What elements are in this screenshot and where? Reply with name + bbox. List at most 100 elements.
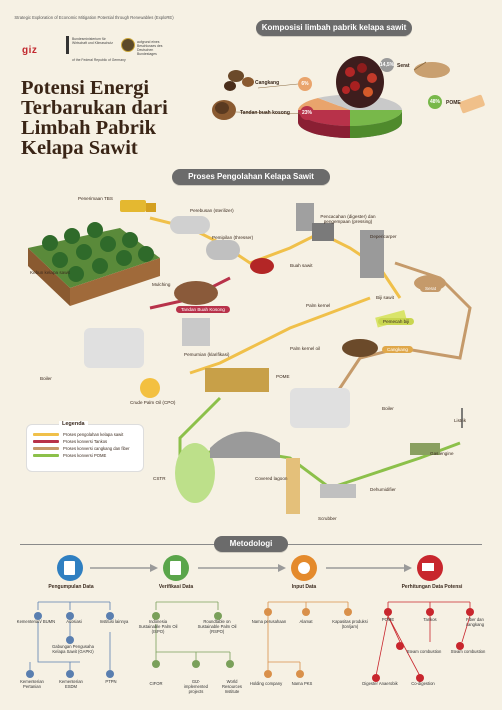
node-pome: POME xyxy=(381,617,395,622)
truck-icon xyxy=(120,200,146,212)
legend: Legenda Proses pengolahan kelapa sawit P… xyxy=(26,421,144,472)
node-nama-pks: Nama PKS xyxy=(291,681,313,686)
composition-pct-serat: 14,5% xyxy=(380,58,394,72)
project-line: Strategic Exploration of Economic Mitiga… xyxy=(14,15,174,20)
node-giz-impl: GIZ-implemented projects xyxy=(184,679,208,694)
cangkang-pile-icon xyxy=(342,339,378,357)
label-mulching: Mulching xyxy=(152,282,171,287)
node-asosiasi: Asosiasi xyxy=(66,619,82,624)
funding-text: aufgrund eines Beschlusses des Deutschen… xyxy=(137,40,163,56)
node-esdm: Kementerian ESDM xyxy=(59,679,83,689)
composition-pct-tandan: 23% xyxy=(300,106,314,120)
pie-side-tankos xyxy=(298,110,350,138)
depericarper-icon xyxy=(360,230,384,278)
legend-row-yellow: Proses pengolahan kelapa sawit xyxy=(33,431,137,438)
boiler1-icon xyxy=(84,328,144,368)
composition-banner: Komposisi limbah pabrik kelapa sawit xyxy=(256,20,412,36)
label-scrubber: Scrubber xyxy=(318,516,337,521)
label-cpo: Crude Palm Oil (CPO) xyxy=(130,400,176,405)
node-gapki: Gabungan Pengusaha Kelapa Sawit (GAPKI) xyxy=(52,644,94,654)
tankos-pile-icon xyxy=(174,281,218,305)
label-dehumidifier: Dehumidifier xyxy=(370,487,396,492)
node-holding: Holding company xyxy=(249,681,283,686)
scrubber-icon xyxy=(286,458,300,514)
composition-label-cangkang: Cangkang xyxy=(255,80,280,86)
tree-lines-collect xyxy=(29,601,111,670)
composition-label-serat: Serat xyxy=(397,63,410,69)
republic-text: of the Federal Republic of Germany xyxy=(72,58,126,62)
label-cangkang: Cangkang xyxy=(382,346,413,353)
label-pome: POME xyxy=(276,374,290,379)
label-palm-kernel-oil: Palm kernel oil xyxy=(290,346,321,351)
page-title: Potensi Energi Terbarukan dari Limbah Pa… xyxy=(21,77,168,159)
legend-row-red: Proses konversi Tankos xyxy=(33,438,137,445)
legend-row-green: Proses konversi POME xyxy=(33,452,137,459)
node-nama-perusahaan: Nama perusahaan xyxy=(251,619,287,624)
label-listrik: Listrik xyxy=(454,418,466,423)
method-diagram xyxy=(26,555,474,682)
process-diagram xyxy=(28,200,472,514)
legend-row-brown: Proses konversi cangkang dan fiber xyxy=(33,445,137,452)
node-fiber: Fiber dan cangkang xyxy=(465,617,485,627)
step-verify: Verifikasi Data xyxy=(158,584,194,590)
label-buah: Buah sawit xyxy=(290,263,313,268)
composition-pct-cangkang: 6% xyxy=(298,77,312,91)
node-kementerian-bumn: Kementerian/ BUMN xyxy=(16,619,56,624)
step-calc: Perhitungan Data Potensi xyxy=(401,584,463,590)
node-ptpn: PTPN xyxy=(105,679,117,684)
node-cifor: CIFOR xyxy=(149,681,163,686)
composition-label-pome: POME xyxy=(446,100,461,106)
label-depericarper: Depericarper xyxy=(370,234,397,239)
node-steam2: Steam combustion xyxy=(450,649,486,654)
label-thresser: Pemipilan (thresser) xyxy=(212,235,254,240)
label-pemurnian: Pemurnian (klarifikasi) xyxy=(184,352,230,357)
step-input: Input Data xyxy=(291,584,317,590)
composition-graphic xyxy=(212,56,485,138)
lagoon-icon xyxy=(210,431,280,458)
label-tbs: Penerimaan TBS xyxy=(78,196,113,201)
label-pemecah: Pemecah biji xyxy=(378,318,415,325)
label-palm-kernel: Palm kernel xyxy=(306,303,331,308)
giz-logo: giz xyxy=(22,45,38,56)
clarifier-icon xyxy=(182,318,210,346)
node-wri: World Resources Institute xyxy=(221,679,242,694)
node-rspo: Roundtable on Sustainable Palm Oil (RSPO… xyxy=(197,619,237,634)
esdm-emblem-icon xyxy=(121,38,135,52)
german-flag-stripe xyxy=(66,36,69,54)
label-boiler2: Boiler xyxy=(382,406,394,411)
node-ispo: Indonesia Sustainable Palm Oil (ISPO) xyxy=(138,619,178,634)
composition-label-tandan: Tandan buah kosong xyxy=(240,110,290,116)
node-institusi: Institusi lainnya xyxy=(99,619,129,624)
cangkang-icon xyxy=(228,70,244,82)
method-banner: Metodologi xyxy=(214,536,288,552)
tree-lines-input xyxy=(267,601,349,670)
composition-pct-pome: 48% xyxy=(428,95,442,109)
label-serat: Serat xyxy=(420,285,441,292)
label-digester: Pencacahan (digester) dan pengempaan (pr… xyxy=(320,214,376,225)
digester-icon xyxy=(296,203,314,231)
label-gas-engine: Gas engine xyxy=(430,451,454,456)
serat-icon xyxy=(414,62,450,78)
node-alamat: Alamat xyxy=(299,619,313,624)
dehumidifier-icon xyxy=(320,484,356,498)
node-tankos: Tankos xyxy=(423,617,437,622)
tree-lines-verify xyxy=(155,601,231,660)
node-digester: Digester Anaerobik xyxy=(362,681,398,686)
cpo-icon xyxy=(140,378,160,398)
label-sterilizer: Perebusan (sterilizer) xyxy=(190,208,234,213)
legend-title: Legenda xyxy=(59,421,88,427)
pie-side-pome xyxy=(350,110,402,138)
label-boiler1: Boiler xyxy=(40,376,52,381)
ministry-text: Bundesministerium für Wirtschaft und Kli… xyxy=(72,37,113,45)
node-codigestion: Co-digestion xyxy=(411,681,435,686)
node-steam1: Steam combustion xyxy=(406,649,442,654)
node-kapasitas: Kapasitas produksi (ton/jam) xyxy=(332,619,368,629)
label-lagoon: Covered lagoon xyxy=(255,476,288,481)
label-biji: Biji sawit xyxy=(376,295,394,300)
fruit-icon xyxy=(250,258,274,274)
label-cstr: CSTR xyxy=(153,476,166,481)
pie-slice-pome xyxy=(350,110,402,126)
step-collect: Pengumpulan Data xyxy=(48,584,94,590)
sterilizer-icon xyxy=(170,216,210,234)
pome-pond-icon xyxy=(205,368,269,392)
